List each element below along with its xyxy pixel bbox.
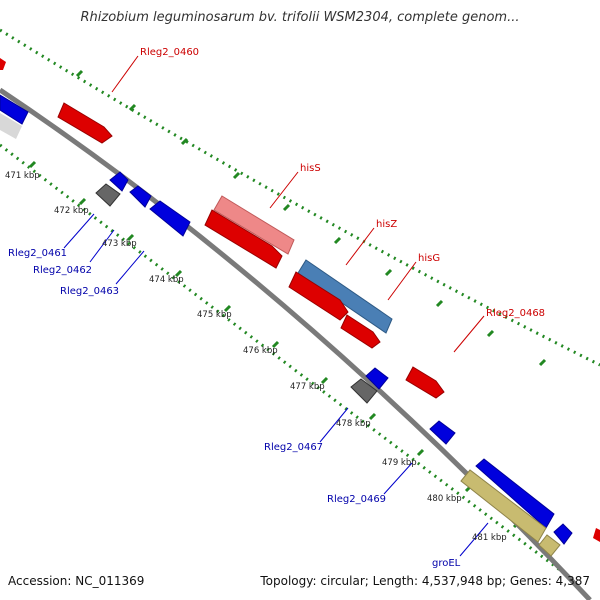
- tick-label: 473 kbp: [102, 239, 137, 249]
- label-rleg2-0461[interactable]: Rleg2_0461: [8, 248, 67, 259]
- tick-label: 475 kbp: [197, 310, 232, 320]
- gene-hisZ[interactable]: [288, 271, 349, 321]
- tick-label: 481 kbp: [472, 533, 507, 543]
- gene-groES[interactable]: [538, 534, 561, 557]
- forward-labels: Rleg2_0460 hisS hisZ hisG Rleg2_0468: [111, 47, 545, 353]
- label-hisG[interactable]: hisG: [418, 253, 440, 264]
- label-groEL[interactable]: groEL: [432, 558, 461, 569]
- label-rleg2-0467[interactable]: Rleg2_0467: [264, 442, 323, 453]
- label-hisZ[interactable]: hisZ: [376, 219, 397, 230]
- inner-track-guide: [0, 143, 561, 572]
- label-hisS[interactable]: hisS: [300, 163, 321, 174]
- genome-backbone: [0, 87, 592, 600]
- gene-his-red-2[interactable]: [340, 314, 381, 349]
- gene-groES-blue[interactable]: [553, 523, 573, 545]
- kbp-tick-labels: 471 kbp 472 kbp 473 kbp 474 kbp 475 kbp …: [5, 171, 507, 543]
- gene-rleg2-0469[interactable]: [429, 420, 456, 445]
- label-rleg2-0460[interactable]: Rleg2_0460: [140, 47, 199, 58]
- outer-tick-marks: [75, 69, 547, 367]
- tick-label: 479 kbp: [382, 458, 417, 468]
- gene-rleg2-0468[interactable]: [405, 366, 445, 399]
- tick-label: 478 kbp: [336, 419, 371, 429]
- inner-tick-marks: [28, 160, 521, 529]
- tick-label: 474 kbp: [149, 275, 184, 285]
- gene-hisS[interactable]: [213, 195, 295, 255]
- outer-track-guide: [0, 28, 600, 367]
- gene-rleg2-0462[interactable]: [129, 185, 152, 208]
- gene-rleg2-0460[interactable]: [57, 102, 113, 144]
- gene-rleg2-0463[interactable]: [149, 200, 191, 237]
- gene-his-red-1[interactable]: [204, 209, 283, 269]
- gene-left-edge-blue[interactable]: [0, 94, 29, 125]
- gene-left-edge-grey[interactable]: [0, 113, 22, 139]
- gene-rleg2-0467-grey[interactable]: [350, 378, 378, 404]
- map-title: Rhizobium leguminosarum bv. trifolii WSM…: [80, 10, 520, 25]
- tick-label: 480 kbp: [427, 494, 462, 504]
- gene-groEL-blue[interactable]: [475, 458, 555, 529]
- reverse-labels: Rleg2_0461 Rleg2_0462 Rleg2_0463 Rleg2_0…: [8, 213, 489, 569]
- tick-label: 476 kbp: [243, 346, 278, 356]
- tick-label: 477 kbp: [290, 382, 325, 392]
- gene-left-edge-red[interactable]: [0, 58, 6, 70]
- gene-rleg2-0462-a[interactable]: [109, 171, 129, 192]
- tick-label: 471 kbp: [5, 171, 40, 181]
- reverse-genes: [0, 94, 573, 557]
- tick-label: 472 kbp: [54, 206, 89, 216]
- forward-genes: [0, 58, 600, 542]
- topology-label: Topology: circular; Length: 4,537,948 bp…: [260, 574, 590, 588]
- gene-groEL[interactable]: [460, 469, 547, 543]
- label-rleg2-0462[interactable]: Rleg2_0462: [33, 265, 92, 276]
- label-rleg2-0463[interactable]: Rleg2_0463: [60, 286, 119, 297]
- gene-rleg2-0461[interactable]: [95, 183, 121, 207]
- gene-right-edge-red[interactable]: [593, 528, 600, 542]
- label-rleg2-0468[interactable]: Rleg2_0468: [486, 308, 545, 319]
- gene-hisG[interactable]: [297, 259, 393, 334]
- accession-label: Accession: NC_011369: [8, 574, 145, 588]
- gene-rleg2-0467[interactable]: [365, 367, 389, 390]
- label-rleg2-0469[interactable]: Rleg2_0469: [327, 494, 386, 505]
